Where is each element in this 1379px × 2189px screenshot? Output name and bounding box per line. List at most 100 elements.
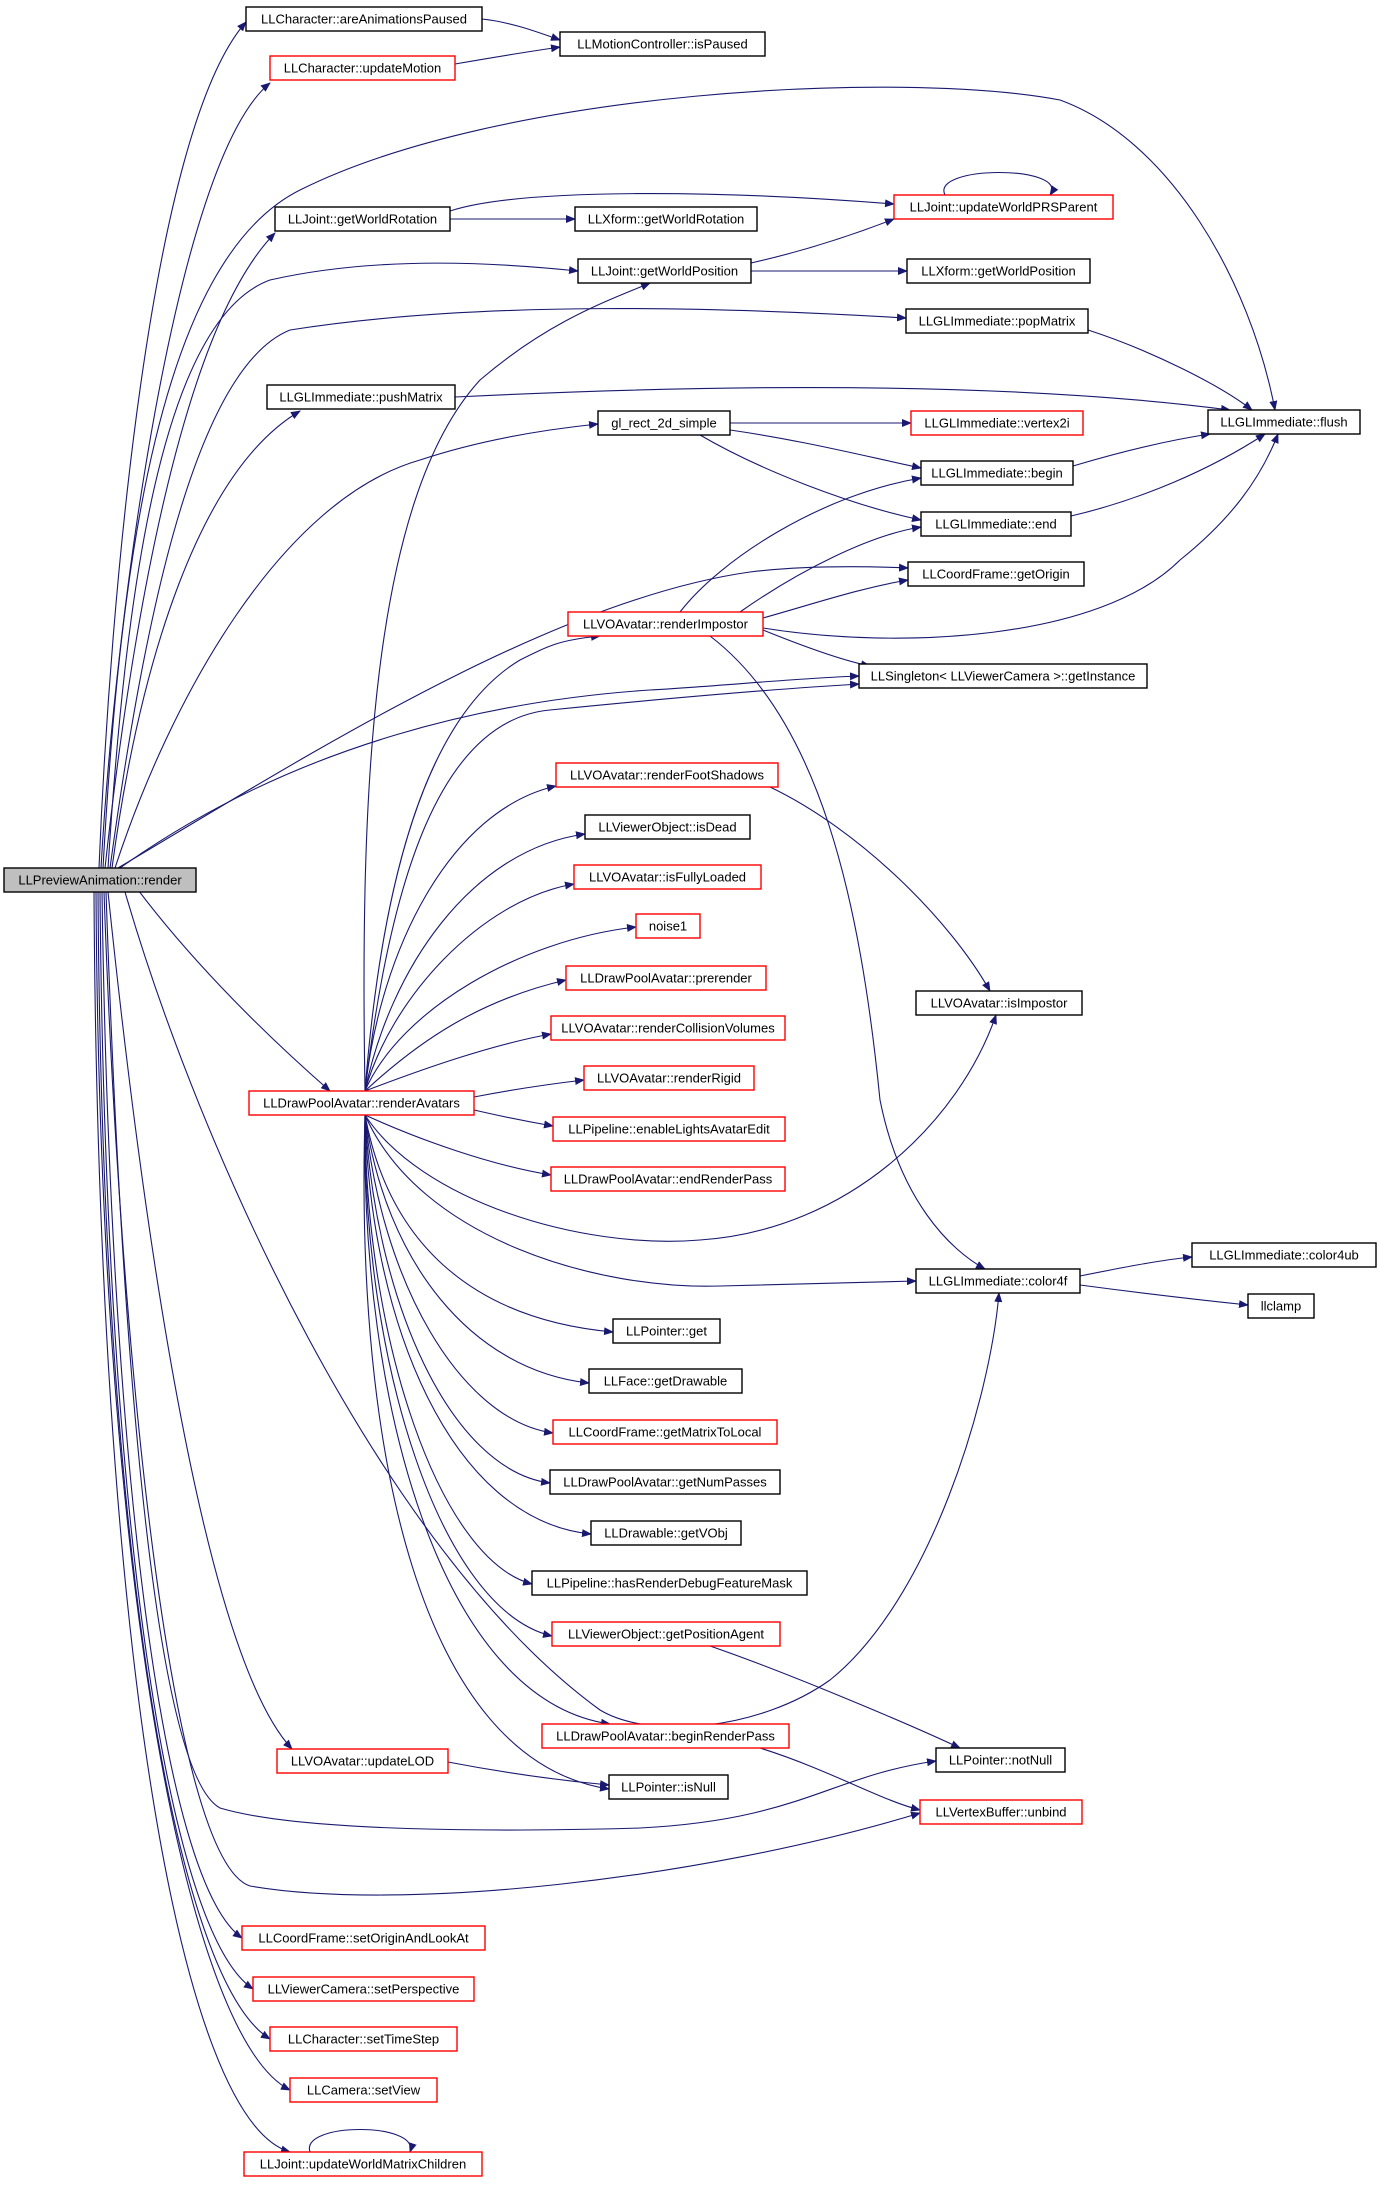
node-box-renderFootShadows [555,762,779,788]
node-label-renderCollisionVolumes: LLVOAvatar::renderCollisionVolumes [561,1021,775,1036]
node-end[interactable]: LLGLImmediate::end [920,511,1072,537]
call-edge-renderAvatars-to-getDrawable [364,1114,590,1386]
node-box-getDrawable [588,1368,743,1394]
node-popMatrix[interactable]: LLGLImmediate::popMatrix [905,308,1089,334]
node-label-flush: LLGLImmediate::flush [1220,415,1347,430]
node-box-hasRenderDebug [531,1570,808,1596]
call-edge-root-to-updateLOD [107,891,293,1750]
node-renderAvatars[interactable]: LLDrawPoolAvatar::renderAvatars [248,1090,475,1116]
node-root[interactable]: LLPreviewAnimation::render [3,867,197,893]
node-getOrigin[interactable]: LLCoordFrame::getOrigin [907,561,1085,587]
node-isDead[interactable]: LLViewerObject::isDead [584,814,751,840]
node-isFullyLoaded[interactable]: LLVOAvatar::isFullyLoaded [573,864,762,890]
node-isNull[interactable]: LLPointer::isNull [608,1774,729,1800]
node-xformGetWorldPosition[interactable]: LLXform::getWorldPosition [906,258,1091,284]
node-box-glRect2d [597,410,731,436]
node-jointGetWorldRotation[interactable]: LLJoint::getWorldRotation [274,206,451,232]
call-edge-renderAvatars-to-prerender [364,978,567,1092]
node-renderFootShadows[interactable]: LLVOAvatar::renderFootShadows [555,762,779,788]
node-pushMatrix[interactable]: LLGLImmediate::pushMatrix [266,384,456,410]
node-enableLights[interactable]: LLPipeline::enableLightsAvatarEdit [552,1116,786,1142]
node-updateLOD[interactable]: LLVOAvatar::updateLOD [276,1748,449,1774]
node-isImpostor[interactable]: LLVOAvatar::isImpostor [915,990,1083,1016]
node-begin[interactable]: LLGLImmediate::begin [920,460,1074,486]
node-setTimeStep[interactable]: LLCharacter::setTimeStep [269,2026,458,2052]
call-edge-popMatrix-to-flush [1087,329,1253,411]
call-edge-areAnimationsPaused-to-isPaused [481,18,561,41]
call-edge-renderAvatars-to-renderImpostor [364,632,601,1092]
node-box-jointGetWorldPosition [577,258,752,284]
node-box-jointGetWorldRotation [274,206,451,232]
node-areAnimationsPaused[interactable]: LLCharacter::areAnimationsPaused [245,6,483,32]
call-edge-root-to-unbind [103,891,921,1896]
call-edge-begin-to-flush [1072,431,1211,467]
node-updateMotion[interactable]: LLCharacter::updateMotion [269,55,456,81]
node-label-getVObj: LLDrawable::getVObj [604,1526,728,1541]
node-getPositionAgent[interactable]: LLViewerObject::getPositionAgent [551,1621,781,1647]
node-getInstance[interactable]: LLSingleton< LLViewerCamera >::getInstan… [858,663,1148,689]
node-color4f[interactable]: LLGLImmediate::color4f [915,1268,1081,1294]
node-color4ub[interactable]: LLGLImmediate::color4ub [1191,1242,1377,1268]
node-label-getOrigin: LLCoordFrame::getOrigin [922,567,1069,582]
node-updateWorldMatrixChildren[interactable]: LLJoint::updateWorldMatrixChildren [243,2151,483,2177]
node-box-unbind [919,1799,1083,1825]
call-edge-renderAvatars-to-isNull [363,1114,610,1792]
call-edge-root-to-popMatrix [109,308,907,869]
node-isPaused[interactable]: LLMotionController::isPaused [559,31,766,57]
node-setPerspective[interactable]: LLViewerCamera::setPerspective [252,1976,475,2002]
node-label-glRect2d: gl_rect_2d_simple [611,416,717,431]
node-box-getPositionAgent [551,1621,781,1647]
node-label-isNull: LLPointer::isNull [621,1780,716,1795]
node-getDrawable[interactable]: LLFace::getDrawable [588,1368,743,1394]
node-beginRenderPass[interactable]: LLDrawPoolAvatar::beginRenderPass [541,1723,790,1749]
node-label-getInstance: LLSingleton< LLViewerCamera >::getInstan… [871,669,1136,684]
node-label-areAnimationsPaused: LLCharacter::areAnimationsPaused [261,12,467,27]
node-flush[interactable]: LLGLImmediate::flush [1207,409,1361,435]
call-edge-renderAvatars-to-enableLights [473,1109,554,1129]
node-getVObj[interactable]: LLDrawable::getVObj [590,1520,742,1546]
node-noise1[interactable]: noise1 [635,913,701,939]
node-unbind[interactable]: LLVertexBuffer::unbind [919,1799,1083,1825]
call-edge-root-to-renderAvatars [121,867,331,1092]
node-box-setView [289,2077,438,2103]
call-edge-renderAvatars-to-isFullyLoaded [364,881,575,1092]
call-edge-root-to-setView [95,891,291,2091]
node-box-renderRigid [583,1065,755,1091]
node-jointGetWorldPosition[interactable]: LLJoint::getWorldPosition [577,258,752,284]
node-box-begin [920,460,1074,486]
node-renderImpostor[interactable]: LLVOAvatar::renderImpostor [567,611,764,637]
node-box-vertex2i [910,410,1084,436]
call-edge-renderAvatars-to-renderCollisionVolumes [364,1031,552,1092]
node-label-updateMotion: LLCharacter::updateMotion [284,61,442,76]
node-vertex2i[interactable]: LLGLImmediate::vertex2i [910,410,1084,436]
call-edge-pushMatrix-to-flush [454,387,1231,413]
node-endRenderPass[interactable]: LLDrawPoolAvatar::endRenderPass [550,1166,786,1192]
node-xformGetWorldRotation[interactable]: LLXform::getWorldRotation [574,206,758,232]
call-edge-renderAvatars-to-color4f [364,1114,917,1287]
node-renderRigid[interactable]: LLVOAvatar::renderRigid [583,1065,755,1091]
node-llclamp[interactable]: llclamp [1247,1293,1315,1319]
node-box-root [3,867,197,893]
node-prerender[interactable]: LLDrawPoolAvatar::prerender [565,965,767,991]
node-getMatrixToLocal[interactable]: LLCoordFrame::getMatrixToLocal [552,1419,778,1445]
node-box-end [920,511,1072,537]
node-box-setOriginAndLookAt [241,1925,486,1951]
node-setOriginAndLookAt[interactable]: LLCoordFrame::setOriginAndLookAt [241,1925,486,1951]
node-box-isDead [584,814,751,840]
node-hasRenderDebug[interactable]: LLPipeline::hasRenderDebugFeatureMask [531,1570,808,1596]
node-box-color4ub [1191,1242,1377,1268]
node-setView[interactable]: LLCamera::setView [289,2077,438,2103]
node-box-isFullyLoaded [573,864,762,890]
call-edge-renderImpostor-to-color4f [709,635,986,1270]
call-edge-jointGetWorldPosition-to-updateWorldPRSParent [750,218,895,264]
call-edge-renderImpostor-to-flush [762,433,1279,639]
node-label-getNumPasses: LLDrawPoolAvatar::getNumPasses [563,1475,767,1490]
node-glRect2d[interactable]: gl_rect_2d_simple [597,410,731,436]
node-pointerGet[interactable]: LLPointer::get [612,1318,721,1344]
node-notNull[interactable]: LLPointer::notNull [935,1747,1066,1773]
node-box-xformGetWorldRotation [574,206,758,232]
node-updateWorldPRSParent[interactable]: LLJoint::updateWorldPRSParent [893,194,1114,220]
node-getNumPasses[interactable]: LLDrawPoolAvatar::getNumPasses [549,1469,781,1495]
node-renderCollisionVolumes[interactable]: LLVOAvatar::renderCollisionVolumes [550,1015,786,1041]
